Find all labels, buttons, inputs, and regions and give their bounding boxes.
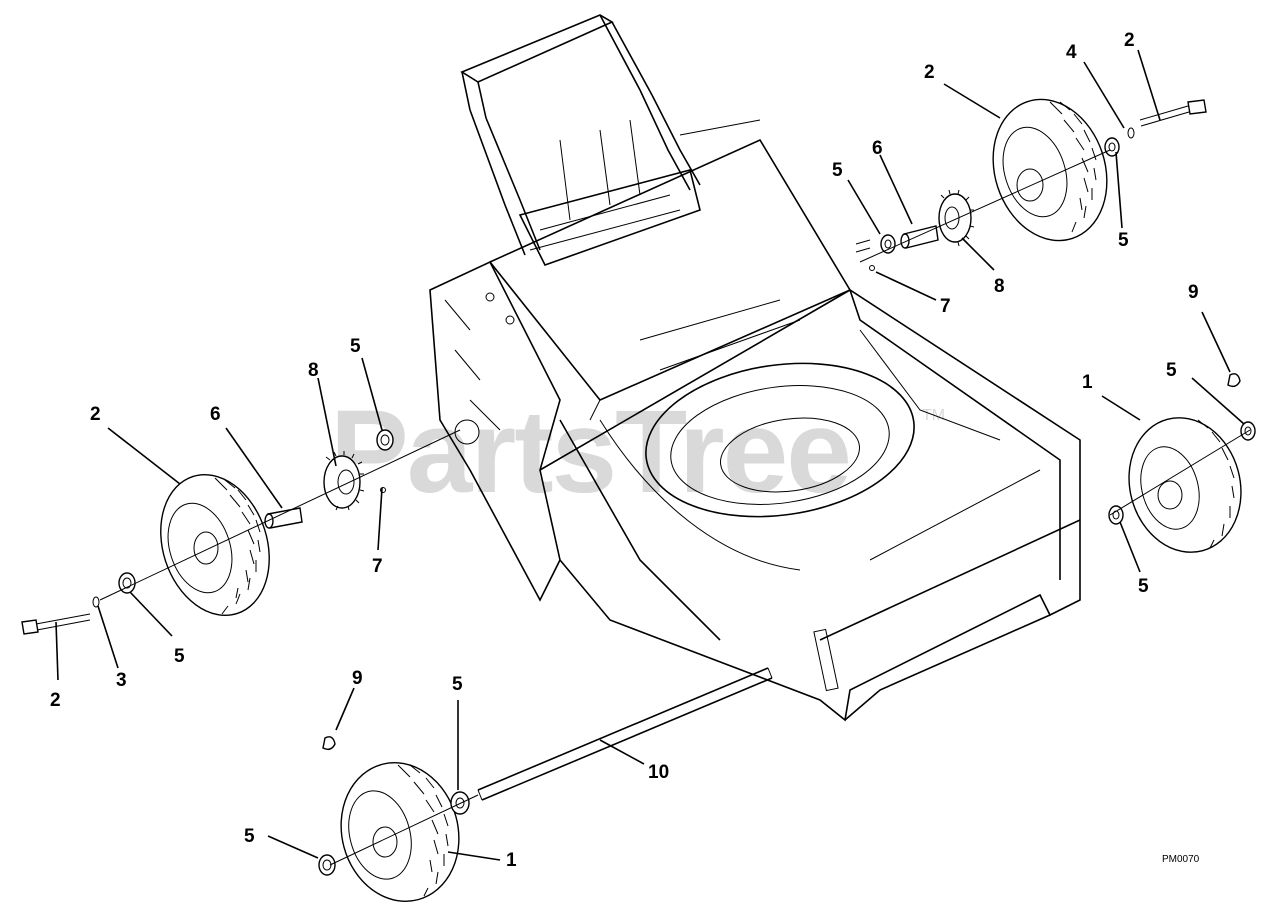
callout-wheel-rear-right: 2 [924,62,935,83]
wheel-rear-left [160,473,270,617]
callout-front-axle: 10 [648,762,669,783]
callout-bearing-left-inner: 5 [350,336,361,357]
watermark: PartsTree [330,386,850,518]
callout-gear-left: 8 [308,360,319,381]
callout-wheel-rear-left: 2 [90,404,101,425]
callout-bushing-left: 6 [210,404,221,425]
callout-bearing-right-outer: 5 [1118,230,1129,251]
callout-washer-right: 4 [1066,42,1077,63]
callout-washer-left: 3 [116,670,127,691]
callout-bolt-right: 2 [1124,30,1135,51]
mower-deck [429,14,1081,722]
callout-bushing-right: 6 [872,138,883,159]
callout-pin-right: 7 [940,296,951,317]
wheel-front-left [340,762,460,902]
figure-code: PM0070 [1162,854,1200,865]
axis-lines [99,149,1251,866]
bushing-right [900,225,939,249]
bushing-left [264,507,303,529]
callout-bearing-front-inner: 5 [452,674,463,695]
leader-lines [55,49,1245,861]
callout-gear-right: 8 [994,276,1005,297]
callout-wheel-front-left: 1 [506,850,517,871]
callout-bearing-front-right-outer: 5 [1166,360,1177,381]
callout-clip-front: 9 [352,668,363,689]
callout-bearing-right-inner: 5 [832,160,843,181]
wheel-rear-right [992,98,1108,242]
gear-right [938,189,975,247]
wheel-front-right [1128,417,1242,553]
gear-left [323,451,365,511]
callout-pin-left: 7 [372,556,383,577]
callout-clip-right: 9 [1188,282,1199,303]
front-axle [477,667,773,801]
callouts: 2 6 8 5 7 5 3 2 9 5 10 5 1 2 4 2 6 5 8 7… [50,30,1199,871]
callout-bearing-front-outer: 5 [244,826,255,847]
callout-bearing-front-right-inner: 5 [1138,576,1149,597]
callout-bearing-left-outer: 5 [174,646,185,667]
bolts [21,99,1241,751]
callout-wheel-front-right: 1 [1082,372,1093,393]
callout-bolt-left: 2 [50,690,61,711]
